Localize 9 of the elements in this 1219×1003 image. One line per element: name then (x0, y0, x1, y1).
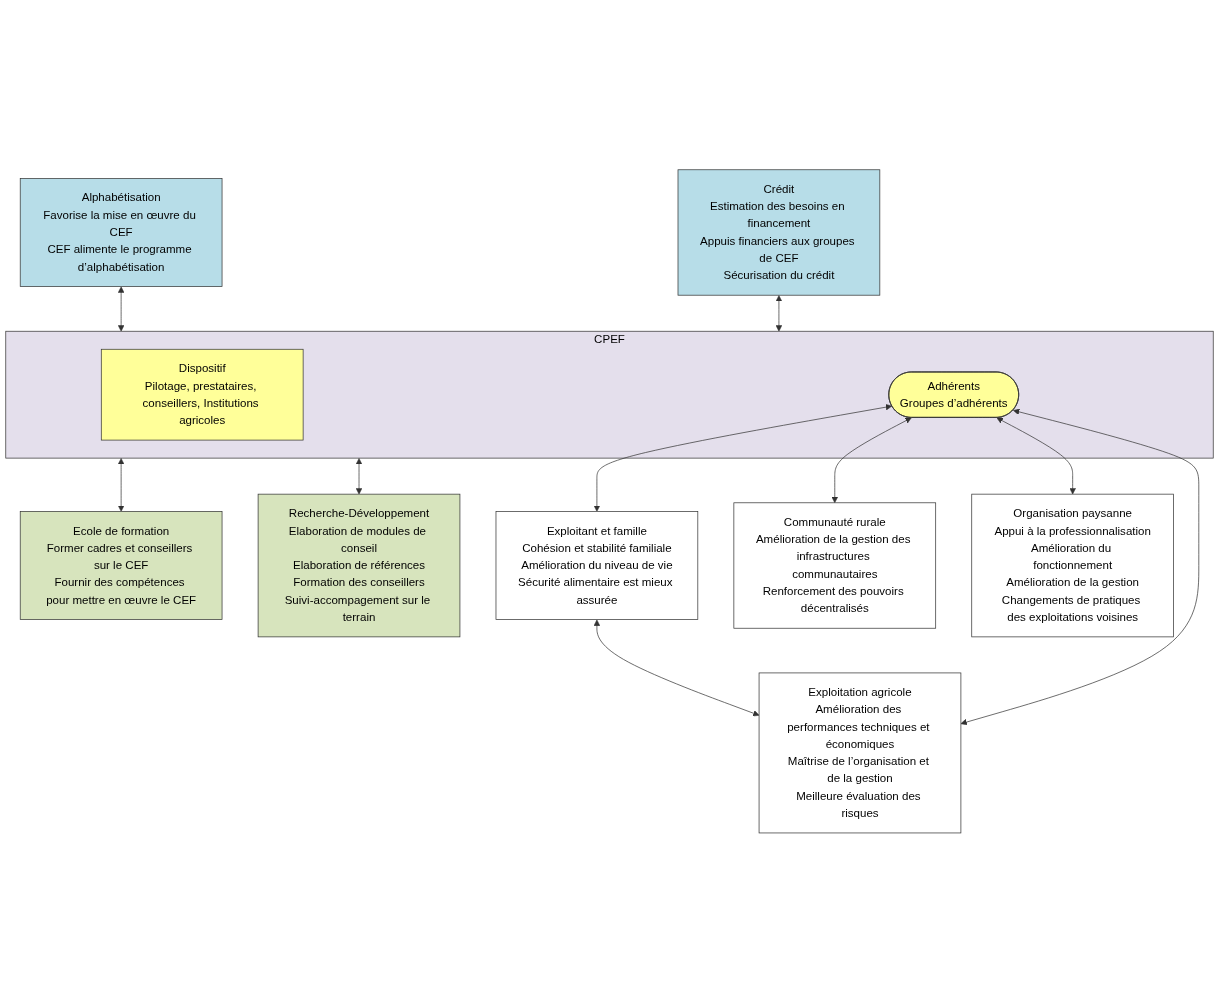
node-box: Exploitant et famille Cohésion et stabilité familiale Amélioration du niveau de vie Sécurité alimentaire est mieux assurée (495, 511, 699, 621)
node-box: Communauté rurale Amélioration de la gestion des infrastructures communautaires Renforcement des pouvoirs décentralisés (733, 502, 937, 629)
node-box: Exploitation agricole Amélioration des performances techniques et économiques Maîtrise de l’organisation et de la gestion Meilleure évaluation des risques (758, 672, 962, 834)
node-box: Crédit Estimation des besoins en financement Appuis financiers aux groupes de CEF Sécurisation du crédit (677, 169, 881, 296)
node-box: Organisation paysanne Appui à la professionnalisation Amélioration du fonctionnement Amélioration de la gestion Changements de pratiques des exploitations voisines (971, 493, 1174, 638)
node-box: Recherche-Développement Elaboration de modules de conseil Elaboration de références Formation des conseillers Suivi-accompagement sur le terrain (257, 493, 461, 638)
node-box: Dispositif Pilotage, prestataires, conseillers, Institutions agricoles (100, 349, 304, 441)
node-box: Ecole de formation Former cadres et conseillers sur le CEF Fournir des compétences pour mettre en œuvre le CEF (19, 511, 223, 621)
node-box: Alphabétisation Favorise la mise en œuvre du CEF CEF alimente le programme d’alphabétisation (19, 178, 223, 288)
